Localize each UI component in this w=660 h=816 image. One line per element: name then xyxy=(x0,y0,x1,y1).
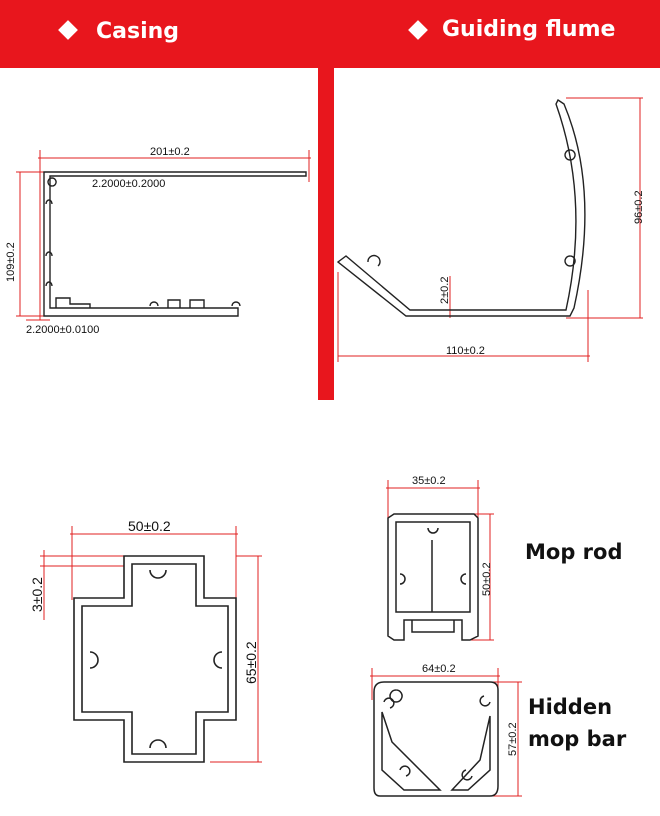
mop-rod-label: Mop rod xyxy=(525,540,623,564)
cross-width-label: 50±0.2 xyxy=(128,518,171,534)
hidden-mop-bar-label-line1: Hidden xyxy=(528,695,613,719)
mop-rod-height-label: 50±0.2 xyxy=(481,562,493,596)
casing-top-thickness-label: 2.2000±0.2000 xyxy=(92,178,165,190)
cross-step-label: 3±0.2 xyxy=(29,577,45,612)
casing-height-label: 109±0.2 xyxy=(5,242,17,282)
cross-profile-drawing: 50±0.2 3±0.2 65±0.2 xyxy=(29,518,262,763)
mop-bar-height-label: 57±0.2 xyxy=(507,722,519,756)
casing-bottom-thickness-label: 2.2000±0.0100 xyxy=(26,324,99,336)
mop-rod-width-label: 35±0.2 xyxy=(412,475,446,487)
mop-bar-width-label: 64±0.2 xyxy=(422,663,456,675)
casing-title: Casing xyxy=(96,19,180,44)
hidden-mop-bar-label-line2: mop bar xyxy=(528,727,627,751)
cross-height-label: 65±0.2 xyxy=(243,641,259,684)
flume-thickness-label: 2±0.2 xyxy=(439,277,451,304)
guiding-flume-title: Guiding flume xyxy=(442,17,616,42)
mop-rod-drawing: 35±0.2 50±0.2 xyxy=(386,475,494,641)
casing-width-label: 201±0.2 xyxy=(150,146,190,158)
casing-panel xyxy=(0,68,318,400)
guiding-flume-panel xyxy=(334,68,660,400)
flume-height-label: 96±0.2 xyxy=(633,190,645,224)
hidden-mop-bar-drawing: 64±0.2 57±0.2 xyxy=(370,663,522,797)
casing-drawing: 201±0.2 2.2000±0.2000 109±0.2 2.2000±0.0… xyxy=(5,146,311,336)
flume-width-label: 110±0.2 xyxy=(446,345,485,357)
guiding-flume-drawing: 96±0.2 2±0.2 110±0.2 xyxy=(336,97,645,362)
